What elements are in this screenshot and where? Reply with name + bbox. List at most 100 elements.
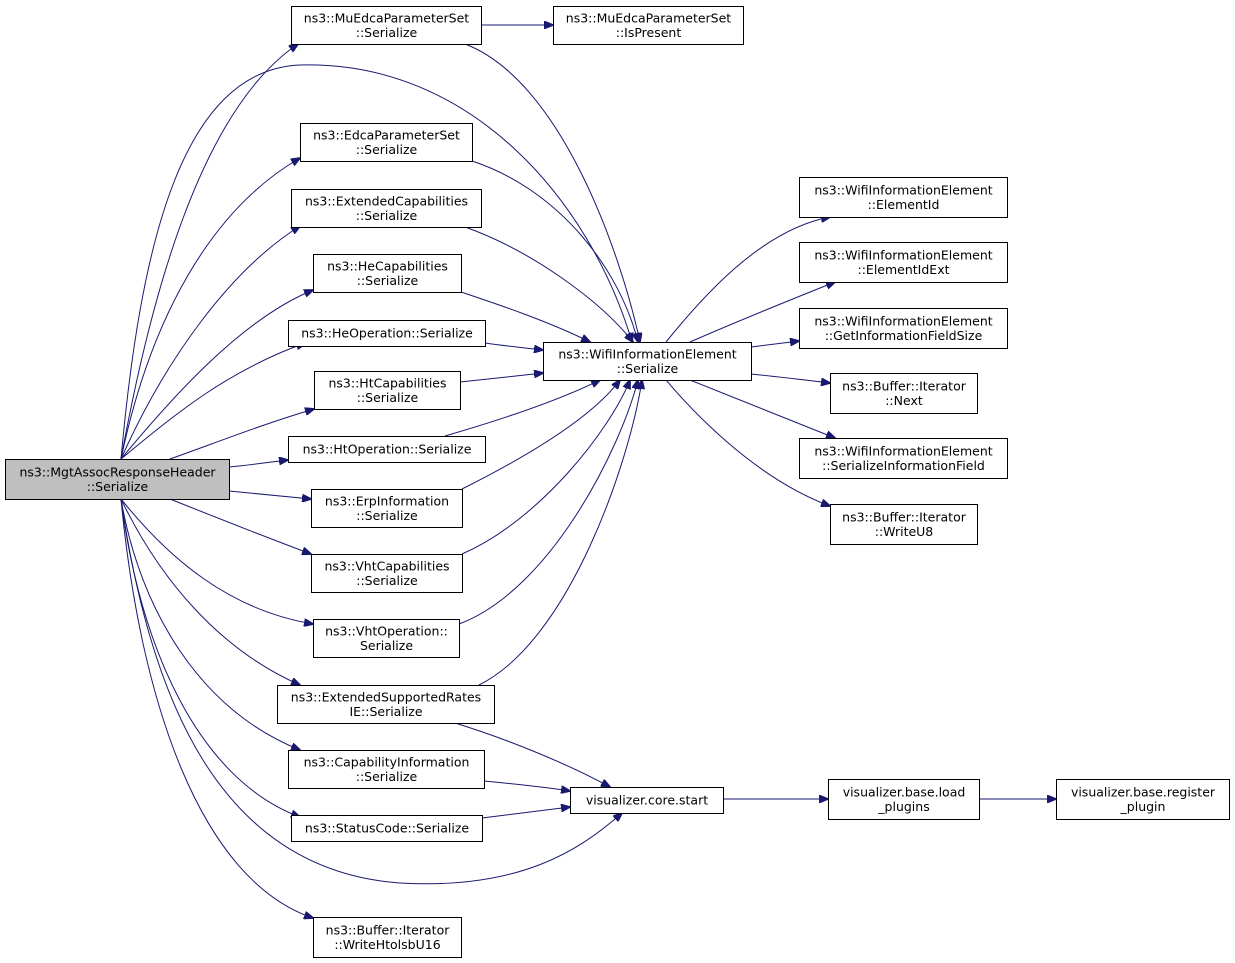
node-writehtolsb[interactable]: ns3::Buffer::Iterator::WriteHtolsbU16: [313, 917, 462, 958]
node-box: [799, 308, 1008, 349]
node-box: [314, 371, 461, 410]
edge-wie_serialize-to-wie_getinfo: [750, 341, 799, 348]
node-label-line: ::Serialize: [356, 208, 418, 223]
edge-vhtop-to-wie_serialize: [458, 380, 638, 625]
node-label-line: _plugin: [1120, 799, 1166, 814]
node-label-line: ns3::HtCapabilities: [328, 375, 446, 390]
node-label-line: ns3::Buffer::Iterator: [326, 922, 451, 937]
node-label-line: ns3::WifiInformationElement: [814, 443, 992, 458]
node-viz-start[interactable]: visualizer.core.start: [570, 787, 724, 814]
edge-root-to-edca: [120, 158, 300, 460]
node-muedca[interactable]: ns3::MuEdcaParameterSet::Serialize: [291, 6, 482, 45]
edge-root-to-capinfo: [120, 498, 300, 750]
node-muedca-present[interactable]: ns3::MuEdcaParameterSet::IsPresent: [553, 6, 744, 45]
node-label-line: ns3::HtOperation::Serialize: [303, 442, 472, 457]
node-extcap[interactable]: ns3::ExtendedCapabilities::Serialize: [291, 189, 482, 228]
node-label-line: visualizer.core.start: [586, 793, 708, 808]
node-box: [799, 438, 1008, 479]
edge-root-to-extrates: [120, 498, 300, 685]
node-viz-load[interactable]: visualizer.base.load_plugins: [828, 779, 980, 820]
node-box: [288, 320, 486, 347]
node-box: [311, 489, 463, 528]
node-erp[interactable]: ns3::ErpInformation::Serialize: [311, 489, 463, 528]
node-wie-getinfo[interactable]: ns3::WifiInformationElement::GetInformat…: [799, 308, 1008, 349]
node-htcap[interactable]: ns3::HtCapabilities::Serialize: [314, 371, 461, 410]
edge-hecap-to-wie_serialize: [460, 291, 590, 342]
node-label-line: ::WriteHtolsbU16: [334, 937, 440, 952]
node-box: [543, 342, 752, 381]
node-heop[interactable]: ns3::HeOperation::Serialize: [288, 320, 486, 347]
nodes-layer: ns3::MgtAssocResponseHeader::Serializens…: [5, 6, 1230, 958]
node-label-line: ::SerializeInformationField: [822, 458, 985, 473]
node-label-line: ::Serialize: [356, 142, 418, 157]
node-htop[interactable]: ns3::HtOperation::Serialize: [288, 436, 486, 463]
node-label-line: ns3::ExtendedCapabilities: [305, 193, 468, 208]
node-label-line: ::GetInformationFieldSize: [825, 328, 983, 343]
edge-root-to-htop: [228, 460, 288, 468]
node-box: [830, 373, 978, 414]
edge-root-to-htcap: [169, 409, 314, 460]
node-status[interactable]: ns3::StatusCode::Serialize: [291, 815, 483, 842]
node-label-line: ::IsPresent: [616, 25, 682, 40]
node-buf-writeu8[interactable]: ns3::Buffer::Iterator::WriteU8: [830, 504, 978, 545]
edge-root-to-vhtcap: [169, 498, 311, 554]
node-buf-next[interactable]: ns3::Buffer::Iterator::Next: [830, 373, 978, 414]
node-box: [288, 750, 485, 789]
node-label-line: ::ElementId: [868, 197, 940, 212]
node-hecap[interactable]: ns3::HeCapabilities::Serialize: [313, 254, 462, 293]
edge-vhtcap-to-wie_serialize: [461, 380, 630, 555]
edge-root-to-heop: [120, 343, 305, 460]
edge-root-to-viz_start: [120, 498, 622, 885]
edge-root-to-writehtolsb: [120, 498, 313, 918]
node-label-line: ::Serialize: [356, 25, 418, 40]
edges-layer: [120, 25, 1056, 918]
node-box: [828, 779, 980, 820]
node-label-line: visualizer.base.load: [843, 784, 966, 799]
node-viz-register[interactable]: visualizer.base.register_plugin: [1056, 779, 1230, 820]
node-box: [553, 6, 744, 45]
node-label-line: ::Serialize: [87, 479, 149, 494]
node-label-line: ::Serialize: [356, 508, 418, 523]
edge-muedca-to-wie_serialize: [464, 43, 640, 342]
node-label-line: _plugins: [877, 799, 929, 814]
node-label-line: ns3::VhtOperation::: [325, 623, 448, 638]
node-box: [5, 459, 230, 500]
edge-extrates-to-viz_start: [454, 722, 610, 787]
node-label-line: ns3::MuEdcaParameterSet: [304, 10, 470, 25]
edge-heop-to-wie_serialize: [484, 342, 543, 350]
node-label-line: ns3::ExtendedSupportedRates: [291, 689, 481, 704]
node-label-line: ::Serialize: [357, 273, 419, 288]
node-wie-serialize[interactable]: ns3::WifiInformationElement::Serialize: [543, 342, 752, 381]
node-label-line: ns3::WifiInformationElement: [814, 182, 992, 197]
node-label-line: ns3::Buffer::Iterator: [842, 509, 967, 524]
node-box: [1056, 779, 1230, 820]
node-label-line: ns3::EdcaParameterSet: [313, 127, 460, 142]
node-wie-elementidext[interactable]: ns3::WifiInformationElement::ElementIdEx…: [799, 242, 1008, 283]
node-box: [300, 123, 473, 162]
edge-capinfo-to-viz_start: [483, 780, 570, 791]
edge-root-to-status: [120, 498, 300, 817]
edge-wie_serialize-to-buf_writeu8: [665, 379, 830, 506]
edge-root-to-hecap: [120, 290, 313, 460]
edge-root-to-vhtop: [120, 498, 313, 624]
edge-wie_serialize-to-wie_elementid: [665, 217, 830, 343]
node-edca[interactable]: ns3::EdcaParameterSet::Serialize: [300, 123, 473, 162]
node-label-line: ::Next: [885, 393, 923, 408]
node-label-line: ns3::MgtAssocResponseHeader: [19, 464, 216, 479]
node-label-line: ns3::CapabilityInformation: [304, 754, 470, 769]
edge-edca-to-wie_serialize: [471, 160, 638, 342]
node-label-line: ::Serialize: [356, 573, 418, 588]
node-root[interactable]: ns3::MgtAssocResponseHeader::Serialize: [5, 459, 230, 500]
node-vhtop[interactable]: ns3::VhtOperation::Serialize: [313, 619, 460, 658]
node-box: [313, 917, 462, 958]
node-capinfo[interactable]: ns3::CapabilityInformation::Serialize: [288, 750, 485, 789]
edge-extcap-to-wie_serialize: [464, 226, 633, 342]
node-box: [291, 6, 482, 45]
node-wie-serinfo[interactable]: ns3::WifiInformationElement::SerializeIn…: [799, 438, 1008, 479]
node-vhtcap[interactable]: ns3::VhtCapabilities::Serialize: [311, 554, 463, 593]
node-label-line: Serialize: [360, 638, 413, 653]
node-wie-elementid[interactable]: ns3::WifiInformationElement::ElementId: [799, 177, 1008, 218]
edge-root-to-wie_serialize: [120, 64, 632, 460]
edge-root-to-extcap: [120, 226, 300, 460]
